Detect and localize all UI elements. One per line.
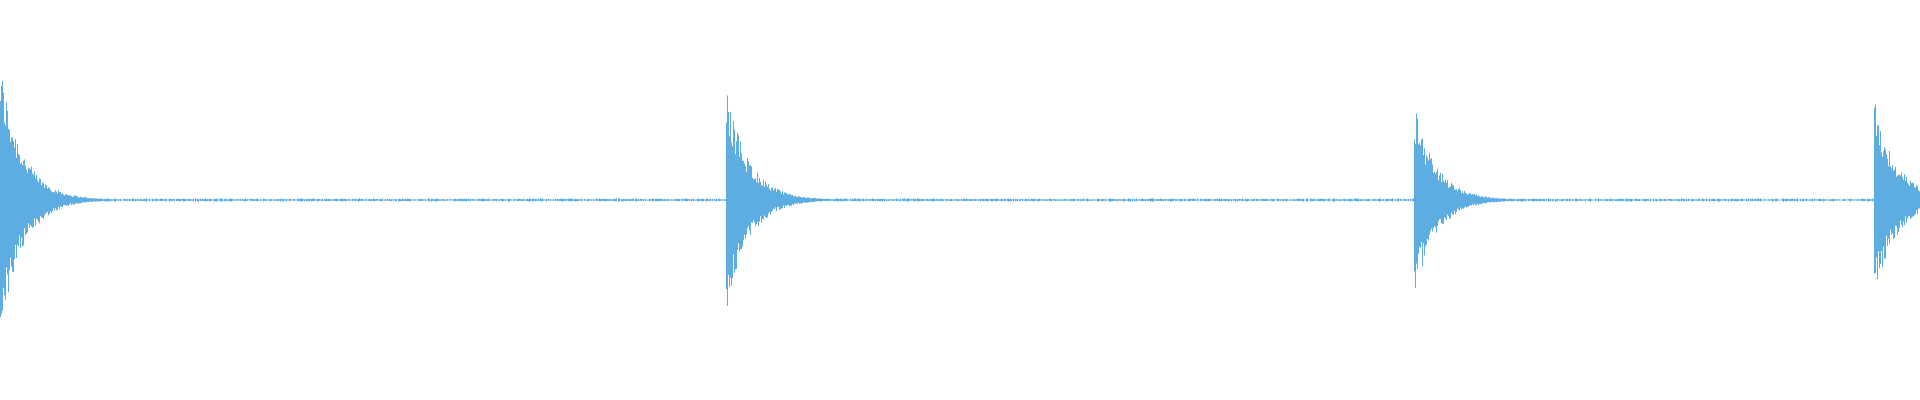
waveform-trace	[0, 80, 1920, 317]
waveform-bars	[0, 80, 1920, 317]
